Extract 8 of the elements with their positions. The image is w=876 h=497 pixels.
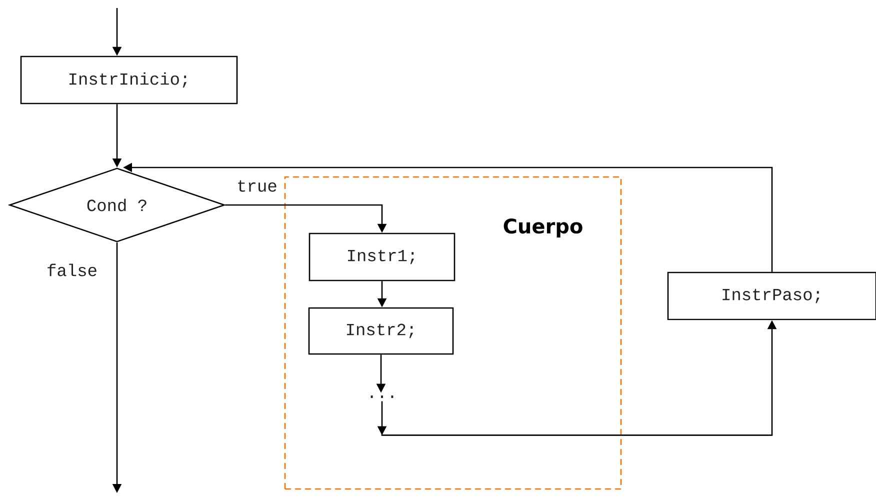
ellipsis-text: ... xyxy=(370,396,394,398)
edge-label: false xyxy=(46,262,98,278)
edge-label: true xyxy=(236,179,278,193)
process-box: Instr1; xyxy=(308,232,456,282)
group-heading: Cuerpo xyxy=(504,218,582,238)
process-box: InstrPaso; xyxy=(667,272,876,320)
process-box: Instr2; xyxy=(308,307,454,355)
process-box: InstrInicio; xyxy=(20,56,238,104)
